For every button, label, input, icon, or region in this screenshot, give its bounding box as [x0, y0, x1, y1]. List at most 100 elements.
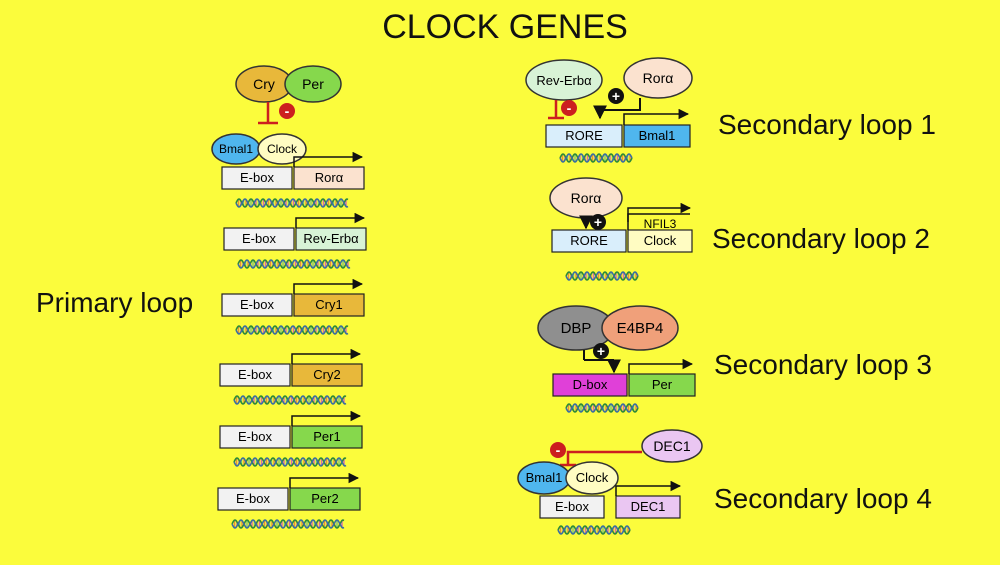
dna-helix-icon — [559, 153, 633, 163]
bmal1-clock-complex: Bmal1 Clock — [211, 133, 307, 165]
secondary-loop-3: DBP E4BP4 + D-box Per — [537, 305, 696, 413]
bmal1-label: Bmal1 — [219, 142, 253, 156]
secondary-loop-4: DEC1 - Bmal1 Clock E-box DEC1 — [517, 429, 703, 535]
clock-label: Clock — [576, 470, 609, 485]
per-label: Per — [302, 76, 324, 92]
promoter-label: E-box — [240, 170, 274, 185]
dna-helix-icon — [237, 259, 351, 269]
promoter-label: E-box — [240, 297, 274, 312]
gene-box — [293, 166, 365, 190]
svg-text:-: - — [556, 442, 561, 458]
secondary-loop-1: Rev-Erbα Rorα - + RORE Bmal1 — [525, 57, 693, 163]
primary-loop-label: Primary loop — [36, 287, 193, 318]
dbox-label: D-box — [573, 377, 608, 392]
gene-box — [291, 425, 363, 449]
dna-helix-icon — [233, 457, 347, 467]
svg-text:+: + — [612, 88, 620, 104]
gene-box — [291, 363, 363, 387]
gene-row: E-box Per2 — [217, 472, 361, 529]
promoter-label: E-box — [242, 231, 276, 246]
cry-label: Cry — [253, 76, 275, 92]
gene-label: Rorα — [315, 170, 344, 185]
transcription-arrow — [293, 151, 364, 167]
dbp-label: DBP — [561, 320, 592, 337]
gene-row: E-box Cry1 — [221, 278, 365, 335]
ebox-promoter — [219, 363, 291, 387]
dec1-protein — [641, 429, 703, 463]
bmal1-gene-label: Bmal1 — [639, 128, 676, 143]
dna-helix-icon — [557, 525, 631, 535]
clock-protein — [565, 461, 619, 495]
dec1-label: DEC1 — [653, 438, 691, 454]
secondary-loop-1-label: Secondary loop 1 — [718, 109, 936, 140]
clock-label: Clock — [267, 142, 298, 156]
reverb-label: Rev-Erbα — [536, 73, 592, 88]
activation-arrow — [593, 98, 641, 120]
gene-label: Cry2 — [313, 367, 340, 382]
rore-label: RORE — [565, 128, 603, 143]
dec1-gene — [615, 495, 681, 519]
clock-gene-label: Clock — [644, 233, 677, 248]
e4bp4-label: E4BP4 — [617, 320, 664, 337]
rora-protein — [623, 57, 693, 99]
gene-label: Rev-Erbα — [303, 231, 359, 246]
secondary-loop-2-label: Secondary loop 2 — [712, 223, 930, 254]
transcription-arrow — [295, 212, 366, 228]
dec1-gene-label: DEC1 — [631, 499, 666, 514]
bmal1-label: Bmal1 — [526, 470, 563, 485]
svg-text:-: - — [567, 100, 572, 116]
transcription-arrow — [615, 480, 682, 496]
dna-helix-icon — [231, 519, 345, 529]
bmal1-gene — [623, 124, 691, 148]
rore-promoter — [551, 229, 627, 253]
promoter-label: E-box — [238, 367, 272, 382]
gene-row: E-box Rorα — [221, 151, 365, 208]
minus-sign-icon — [550, 442, 566, 458]
nfil3-label: NFIL3 — [644, 217, 677, 231]
dna-helix-icon — [235, 198, 349, 208]
transcription-arrow — [623, 108, 690, 125]
rora-label: Rorα — [571, 190, 602, 206]
ebox-promoter — [221, 293, 293, 317]
promoter-label: E-box — [236, 491, 270, 506]
promoter-label: E-box — [238, 429, 272, 444]
per-gene — [628, 373, 696, 397]
transcription-arrow — [291, 410, 362, 426]
secondary-loop-4-label: Secondary loop 4 — [714, 483, 932, 514]
gene-box — [295, 227, 367, 251]
gene-label: Per1 — [313, 429, 340, 444]
ebox-promoter — [221, 166, 293, 190]
transcription-arrow — [291, 348, 362, 364]
dbox-promoter — [552, 373, 628, 397]
dna-helix-icon — [233, 395, 347, 405]
gene-row: E-box Per1 — [219, 410, 363, 467]
svg-text:+: + — [594, 214, 602, 230]
dna-helix-icon — [565, 403, 639, 413]
inhibit-line — [566, 450, 642, 464]
minus-sign-icon — [561, 100, 577, 116]
transcription-arrow — [289, 472, 360, 488]
gene-label: Per2 — [311, 491, 338, 506]
gene-row: E-box Rev-Erbα — [223, 212, 367, 269]
dna-helix-icon — [565, 271, 639, 281]
plus-sign-icon — [608, 88, 624, 104]
gene-box — [289, 487, 361, 511]
plus-sign-icon — [590, 214, 606, 230]
page-title: CLOCK GENES — [382, 8, 628, 46]
dna-helix-icon — [235, 325, 349, 335]
svg-text:-: - — [285, 103, 290, 119]
secondary-loop-2: Rorα + RORE Clock NFIL3 — [549, 177, 693, 281]
transcription-arrow — [293, 278, 364, 294]
rora-label: Rorα — [643, 70, 674, 86]
gene-label: Cry1 — [315, 297, 342, 312]
ebox-promoter — [539, 495, 605, 519]
secondary-loop-3-label: Secondary loop 3 — [714, 349, 932, 380]
transcription-arrow — [627, 202, 692, 222]
reverb-protein — [525, 59, 603, 101]
minus-sign-icon — [279, 103, 295, 119]
clock-gene — [627, 229, 693, 253]
gene-box — [293, 293, 365, 317]
